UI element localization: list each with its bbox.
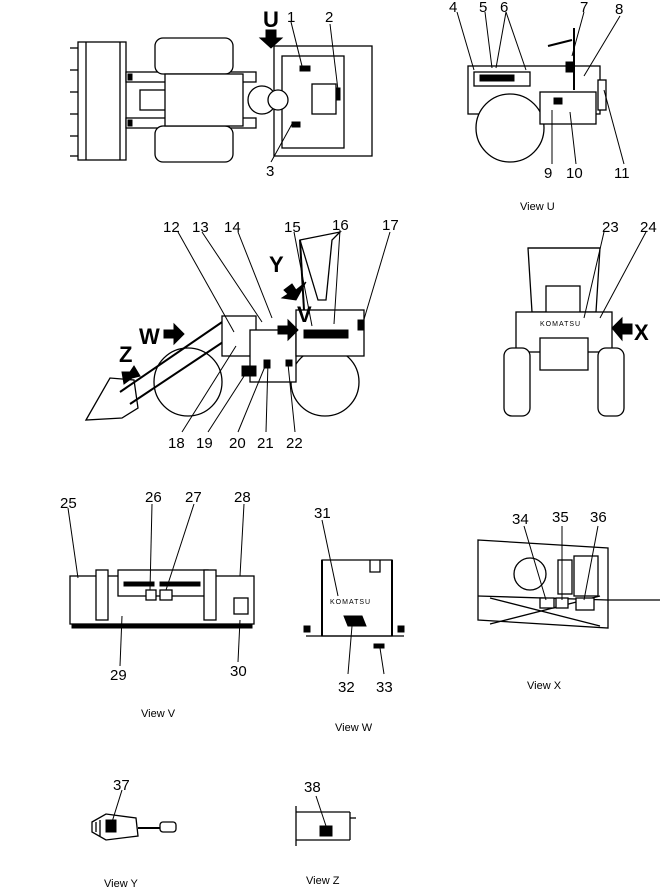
callout-11: 11 [614,165,630,182]
callout-27: 27 [185,489,202,506]
callout-22: 22 [286,435,303,452]
callout-33: 33 [376,679,393,696]
view-title-v: View V [141,708,176,720]
callout-30: 30 [230,663,247,680]
view-title-w: View W [335,722,373,734]
view-letter-u: U [263,7,279,32]
callout-3: 3 [266,163,274,180]
view-letter-w: W [139,324,160,349]
callout-16: 16 [332,217,349,234]
side-view-drawing [84,229,391,433]
top-view-drawing [70,21,373,163]
callout-20: 20 [229,435,246,452]
callout-12: 12 [163,219,180,236]
callout-10: 10 [566,165,583,182]
view-title-z: View Z [306,875,340,887]
view-title-x: View X [527,680,562,692]
callout-35: 35 [552,509,569,526]
callout-31: 31 [314,505,331,522]
callout-14: 14 [224,219,241,236]
view-w-drawing [303,519,405,675]
view-v-drawing [67,503,255,667]
callout-28: 28 [234,489,251,506]
view-letter-x: X [634,320,649,345]
callout-19: 19 [196,435,213,452]
callout-2: 2 [325,9,333,26]
callout-18: 18 [168,435,185,452]
callout-32: 32 [338,679,355,696]
callout-36: 36 [590,509,607,526]
callout-26: 26 [145,489,162,506]
callout-37: 37 [113,777,130,794]
callout-23: 23 [602,219,619,236]
brand-view-w: KOMATSU [330,599,371,606]
brand-rear: KOMATSU [540,321,581,328]
callout-1: 1 [287,9,295,26]
view-w-arrow [163,322,185,346]
view-u-arrow [258,29,284,49]
rear-view-drawing [503,231,647,417]
callout-24: 24 [640,219,657,236]
callout-15: 15 [284,219,301,236]
callout-5: 5 [479,0,487,16]
view-x-arrow [611,316,633,342]
view-letter-z: Z [119,342,132,367]
callout-9: 9 [544,165,552,182]
callout-21: 21 [257,435,274,452]
callout-4: 4 [449,0,457,16]
view-u-drawing [456,11,625,165]
callout-8: 8 [615,1,623,18]
callout-6: 6 [500,0,508,16]
view-letter-v: V [297,302,312,327]
view-title-y: View Y [104,878,139,890]
view-y-arrow [280,281,307,301]
view-z-drawing [295,795,356,846]
callout-34: 34 [512,511,529,528]
callout-38: 38 [304,779,321,796]
view-title-u: View U [520,201,555,213]
callout-13: 13 [192,219,209,236]
callout-29: 29 [110,667,127,684]
view-letter-y: Y [269,252,284,277]
callout-25: 25 [60,495,77,512]
callout-7: 7 [580,0,588,16]
callout-17: 17 [382,217,399,234]
view-y-drawing [91,789,177,841]
view-v-arrow [277,318,299,342]
view-z-arrow [121,365,141,385]
view-x-drawing [477,525,660,629]
